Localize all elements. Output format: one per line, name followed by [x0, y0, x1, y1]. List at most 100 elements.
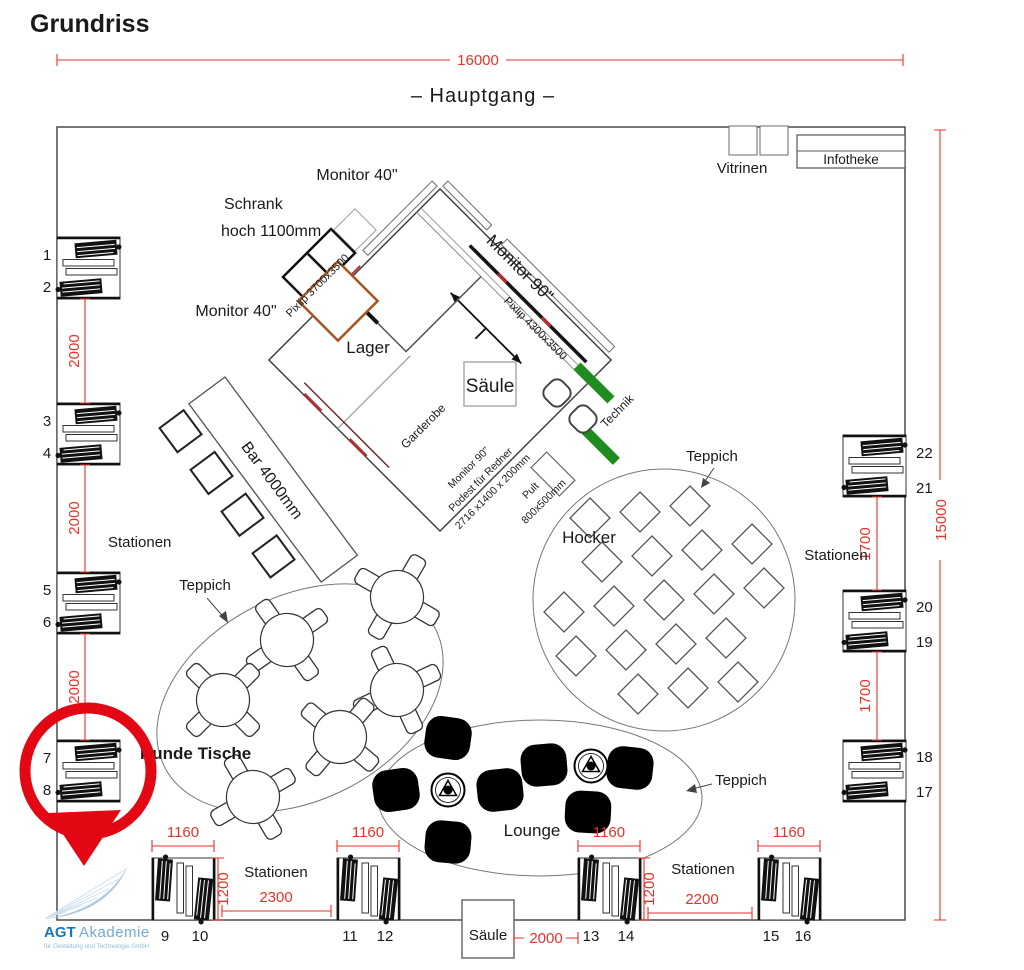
infotheke-desk: Infotheke	[796, 134, 906, 169]
svg-text:1700: 1700	[857, 527, 874, 560]
pin-ring	[19, 702, 157, 840]
svg-text:2000: 2000	[66, 334, 83, 367]
vitrinen-label: Vitrinen	[717, 160, 768, 177]
station-number: 11	[342, 928, 358, 945]
svg-text:1200: 1200	[215, 872, 232, 905]
station-pair-9-10	[152, 854, 215, 925]
station-pair-7-8	[55, 740, 122, 802]
station-number: 19	[916, 634, 933, 651]
teppich-callout-lounge: Teppich	[686, 772, 767, 793]
lounge-table	[573, 748, 609, 784]
lager-label: Lager	[346, 338, 390, 357]
station-pair-11-12	[337, 854, 400, 925]
station-number: 10	[192, 928, 209, 945]
logo-swoosh-lines	[45, 868, 127, 919]
station-pair-22-21	[841, 435, 908, 497]
dimension-top-label: 16000	[457, 52, 499, 69]
station-number: 9	[161, 928, 169, 945]
dimension-top-16000: 16000	[56, 52, 904, 69]
stationen-label-left: Stationen	[108, 534, 171, 551]
teppich-label: Teppich	[686, 448, 738, 465]
pult-desk	[530, 451, 576, 497]
svg-text:1700: 1700	[857, 679, 874, 712]
pixlip-left-panel	[362, 180, 438, 257]
station-number: 22	[916, 445, 933, 462]
lounge-label: Lounge	[504, 821, 561, 840]
svg-text:2200: 2200	[685, 891, 718, 908]
arrowhead	[701, 478, 710, 488]
dimension-right-label: 15000	[933, 499, 950, 541]
station-number: 8	[43, 782, 51, 799]
station-number: 2	[43, 279, 51, 296]
station-number: 6	[43, 614, 51, 631]
station-pair-5-6	[55, 572, 122, 634]
station-pair-20-19	[841, 590, 908, 652]
station-number: 18	[916, 749, 933, 766]
lounge-chair	[604, 744, 656, 792]
vitrinen-cabinets: Vitrinen	[717, 125, 789, 177]
station-number: 12	[377, 928, 394, 945]
station-number: 16	[795, 928, 812, 945]
saeule-bottom-label: Säule	[469, 927, 507, 944]
dimension-bottom-1200: 1200 1200	[212, 857, 658, 921]
logo-swoosh	[44, 866, 128, 919]
teppich-callout-hocker: Teppich	[686, 448, 738, 488]
agt-logo: AGT Akademie für Gestaltung und Technolo…	[44, 866, 150, 950]
station-number: 1	[43, 247, 51, 264]
svg-text:1160: 1160	[773, 824, 805, 841]
svg-text:2000: 2000	[66, 670, 83, 703]
carpet-hocker: Hocker	[532, 468, 796, 732]
round-table	[183, 660, 263, 740]
arrowhead	[686, 784, 697, 793]
lounge-chair	[519, 742, 569, 788]
center-structure	[267, 180, 616, 533]
saeule-center: Säule	[463, 361, 517, 407]
lounge-area: Lounge	[370, 714, 703, 877]
technik-green-bar	[573, 362, 615, 404]
bar-stool	[158, 408, 203, 454]
logo-tagline: für Gestaltung und Technologie GmbH	[44, 943, 149, 950]
bar-stool	[220, 492, 265, 538]
svg-text:1160: 1160	[593, 824, 625, 841]
bar-stool	[251, 534, 296, 579]
schrank-label-2: hoch 1100mm	[221, 223, 321, 240]
schrank-label-1: Schrank	[224, 196, 284, 213]
bar-stool	[189, 450, 234, 496]
dimension-right-gaps: 1700 1700	[857, 496, 882, 741]
dimension-gap-2000-bottom: 2000	[513, 930, 579, 947]
schrank-orange-unit	[296, 259, 380, 343]
station-number: 3	[43, 413, 51, 430]
station-number: 13	[583, 928, 600, 945]
station-number: 20	[916, 599, 933, 616]
station-pair-18-17	[841, 740, 908, 802]
saeule-bottom: Säule	[461, 899, 515, 959]
stationen-label-bottom-2: Stationen	[671, 861, 734, 878]
monitor-40-panel	[442, 180, 493, 231]
lounge-table	[430, 772, 466, 808]
location-pin	[19, 702, 157, 866]
lounge-chair	[423, 819, 473, 865]
monitor40-top-label: Monitor 40"	[316, 167, 397, 184]
station-pair-13-14	[578, 854, 641, 925]
svg-text:1160: 1160	[167, 824, 199, 841]
svg-text:1200: 1200	[641, 872, 658, 905]
station-number: 4	[43, 445, 51, 462]
logo-brand-2: Akademie	[79, 924, 150, 941]
logo-brand: AGT	[44, 924, 76, 941]
infotheke-label: Infotheke	[823, 152, 879, 167]
station-number: 15	[763, 928, 780, 945]
station-pair-3-4	[55, 403, 122, 465]
monitor40-left-label: Monitor 40"	[195, 303, 276, 320]
stationen-label-right: Stationen	[804, 547, 867, 564]
dimension-gap-2300: 2300	[221, 889, 332, 917]
station-number: 17	[916, 784, 933, 801]
station-number: 21	[916, 480, 933, 497]
hocker-label: Hocker	[562, 528, 616, 547]
teppich-label: Teppich	[179, 577, 231, 594]
station-number: 14	[618, 928, 635, 945]
station-pair-15-16	[758, 854, 821, 925]
lounge-chair	[474, 766, 526, 814]
runde-tische-label: Runde Tische	[140, 744, 251, 763]
dimension-gap-2200: 2200	[647, 891, 753, 919]
